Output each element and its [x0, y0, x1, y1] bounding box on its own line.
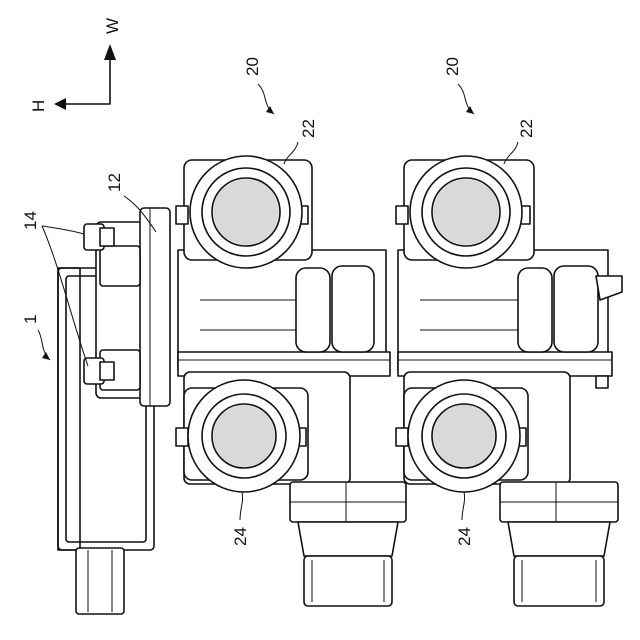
ref-label-bottom-port-right: 24 — [455, 527, 474, 546]
ref-label-flange: 12 — [105, 173, 124, 192]
arrow-up-icon — [104, 44, 116, 60]
axis-label-h: H — [29, 100, 48, 112]
axis-label-w: W — [103, 18, 122, 34]
arrow-left-icon — [54, 98, 66, 110]
top-port-left — [176, 156, 312, 268]
ref-label-top-port-right: 22 — [517, 119, 536, 138]
top-port-right — [396, 156, 534, 268]
bolt-upper — [84, 224, 114, 250]
bottom-port-left — [176, 380, 308, 492]
ref-label-base: 1 — [21, 315, 40, 324]
ref-label-bottom-port-left: 24 — [231, 527, 250, 546]
bolt-lower — [84, 358, 114, 384]
ref-label-top-port-left: 22 — [299, 119, 318, 138]
ref-label-bolts: 14 — [21, 211, 40, 230]
direction-indicator: W H — [29, 18, 122, 112]
ref-label-unit-left: 20 — [243, 57, 262, 76]
bottom-port-right — [396, 380, 528, 492]
ref-label-unit-right: 20 — [443, 57, 462, 76]
